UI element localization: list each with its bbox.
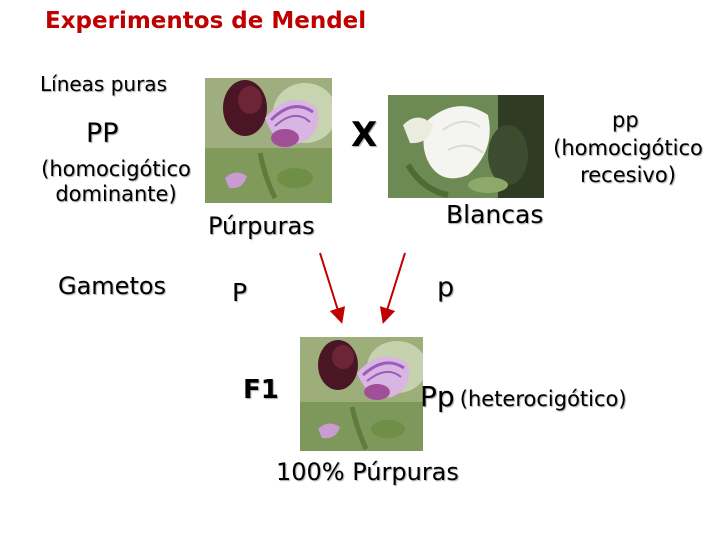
arrow-right	[379, 252, 406, 324]
f1-result: 100% Púrpuras	[276, 458, 459, 486]
f1-genotype: Pp (heterocigótico)	[420, 380, 627, 413]
parent-left-description: (homocigótico dominante)	[41, 157, 191, 206]
parents-label: Líneas puras	[40, 72, 167, 96]
f1-purple-pea-flower-photo	[300, 337, 423, 451]
gamete-dominant: P	[232, 278, 248, 307]
f1-genotype-symbol: Pp	[420, 380, 455, 413]
parent-right-genotype: pp	[612, 108, 639, 132]
page-title: Experimentos de Mendel	[45, 8, 367, 34]
f1-genotype-note: (heterocigótico)	[459, 387, 627, 411]
parent-right-phenotype: Blancas	[446, 200, 544, 229]
cross-symbol: X	[351, 115, 378, 155]
parent-left-phenotype: Púrpuras	[208, 212, 315, 240]
gametes-label: Gametos	[58, 272, 167, 300]
gamete-recessive: p	[437, 272, 455, 303]
parent-right-description: (homocigótico recesivo)	[553, 136, 703, 187]
f1-label: F1	[243, 375, 279, 405]
white-pea-flower-photo	[388, 95, 544, 198]
parent-left-genotype: PP	[86, 118, 119, 149]
arrow-left	[319, 252, 346, 324]
purple-pea-flower-photo	[205, 78, 332, 203]
